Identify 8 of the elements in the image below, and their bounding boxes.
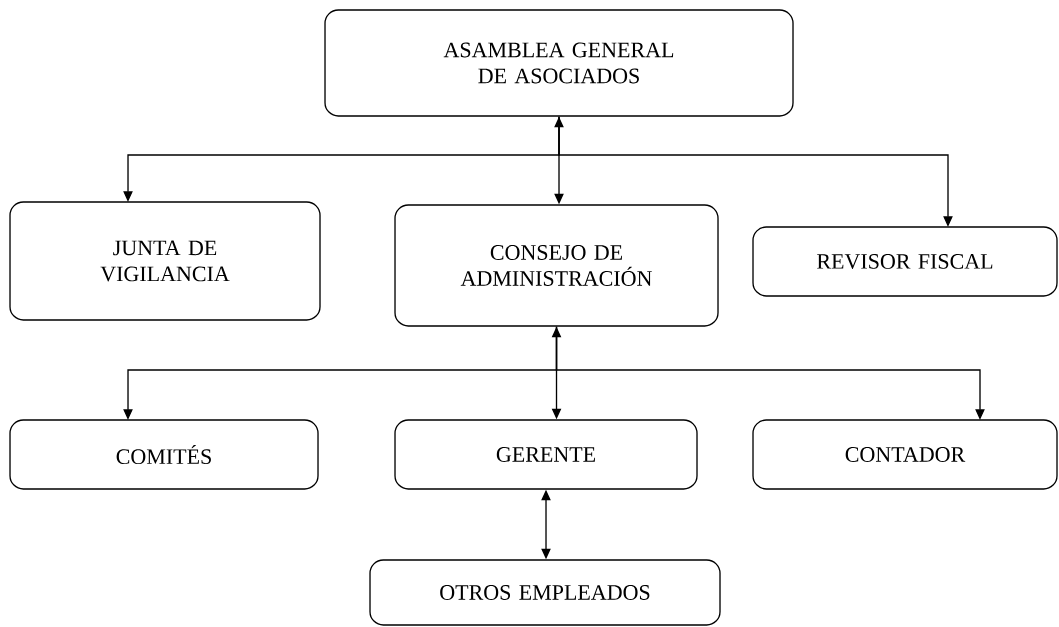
org-box: OTROS EMPLEADOS [369,559,721,626]
org-box: COMITÉS [9,419,319,490]
org-box: CONSEJO DE ADMINISTRACIÓN [394,204,719,327]
org-box: REVISOR FISCAL [752,226,1058,297]
org-box: ASAMBLEA GENERAL DE ASOCIADOS [324,9,794,117]
org-box: GERENTE [394,419,698,490]
org-box: CONTADOR [752,419,1058,490]
org-box: JUNTA DE VIGILANCIA [9,201,321,321]
